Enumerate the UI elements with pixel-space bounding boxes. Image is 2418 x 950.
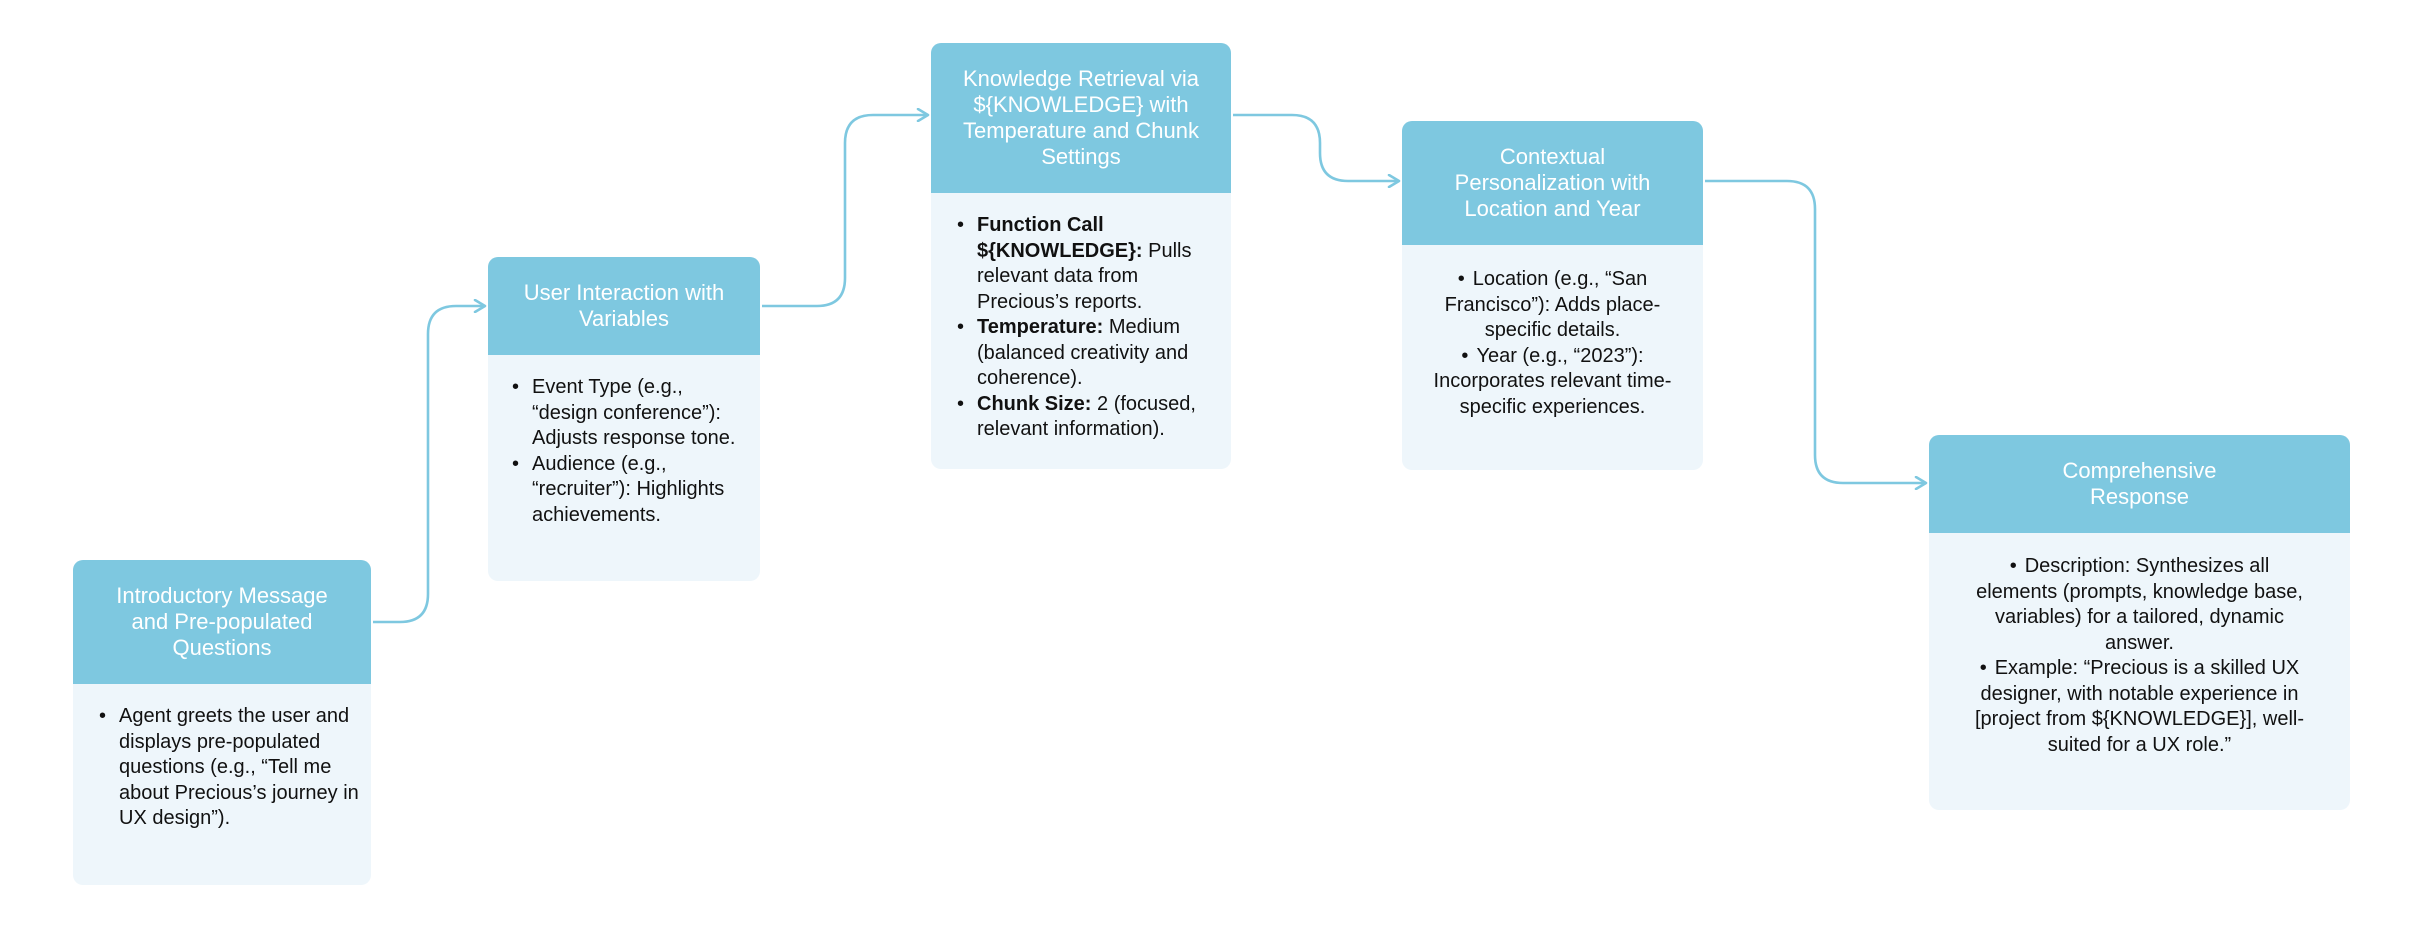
list-item: Year (e.g., “2023”): Incorporates releva… [1426,344,1679,421]
step-title: Introductory Message and Pre-populated Q… [73,560,371,684]
list-item: Description: Synthesizes all elements (p… [1973,554,2306,656]
step-title: Contextual Personalization with Location… [1402,121,1703,245]
connector-step3-to-step4 [1233,113,1398,181]
step-title: User Interaction with Variables [488,257,760,355]
list-item: Location (e.g., “San Francisco”): Adds p… [1426,267,1679,344]
step-title: Knowledge Retrieval via ${KNOWLEDGE} wit… [931,43,1231,193]
step-details: Location (e.g., “San Francisco”): Adds p… [1402,245,1703,420]
step-details: Description: Synthesizes all elements (p… [1929,533,2350,758]
connector-step2-to-step3 [762,115,927,308]
connector-step1-to-step2 [373,306,484,624]
step-details: Event Type (e.g., “design conference”): … [488,355,760,528]
list-item: Event Type (e.g., “design conference”): … [510,375,750,452]
step-card-1: Introductory Message and Pre-populated Q… [73,560,371,885]
list-item: Example: “Precious is a skilled UX desig… [1973,656,2306,758]
step-card-5: Comprehensive Response Description: Synt… [1929,435,2350,810]
connector-step4-to-step5 [1705,179,1925,483]
list-item: Agent greets the user and displays pre-p… [97,704,359,832]
step-card-3: Knowledge Retrieval via ${KNOWLEDGE} wit… [931,43,1231,469]
list-item: Temperature: Medium (balanced creativity… [955,315,1221,392]
step-title: Comprehensive Response [1929,435,2350,533]
list-item: Audience (e.g., “recruiter”): Highlights… [510,452,750,529]
list-item: Chunk Size: 2 (focused, relevant informa… [955,392,1221,443]
step-details: Function Call ${KNOWLEDGE}: Pulls releva… [931,193,1231,443]
step-card-4: Contextual Personalization with Location… [1402,121,1703,470]
step-details: Agent greets the user and displays pre-p… [73,684,371,832]
step-card-2: User Interaction with Variables Event Ty… [488,257,760,581]
list-item: Function Call ${KNOWLEDGE}: Pulls releva… [955,213,1221,315]
